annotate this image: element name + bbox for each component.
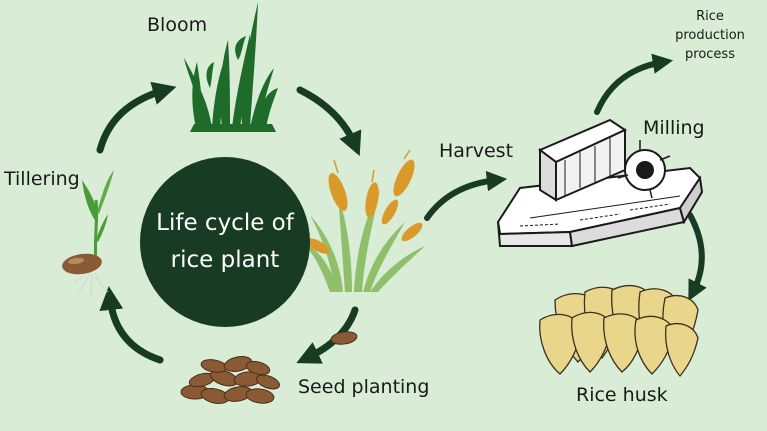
center-title-line2: rice plant bbox=[170, 247, 280, 273]
bloom-plant-icon bbox=[184, 2, 278, 132]
label-rice-production-line3: process bbox=[685, 47, 735, 62]
label-bloom: Bloom bbox=[147, 14, 208, 36]
label-rice-production-process: Rice production process bbox=[670, 7, 750, 64]
label-harvest: Harvest bbox=[439, 140, 514, 162]
label-rice-production-line1: Rice bbox=[696, 9, 724, 24]
milling-machine-icon bbox=[496, 118, 704, 248]
seed-pile-icon bbox=[180, 331, 358, 404]
arrow-milling-to-production bbox=[594, 53, 674, 115]
arrow-seed-to-tillering bbox=[99, 286, 164, 364]
arrow-milling-to-husk bbox=[687, 212, 707, 302]
arrow-harvest-to-milling bbox=[424, 170, 508, 221]
harvest-plant-icon bbox=[300, 149, 425, 292]
center-title-line1: Life cycle of bbox=[156, 210, 294, 236]
rice-husk-icon bbox=[539, 284, 699, 378]
tillering-sprout-icon bbox=[62, 170, 114, 299]
center-title-circle: Life cycle of rice plant bbox=[140, 157, 310, 327]
label-rice-husk: Rice husk bbox=[576, 384, 668, 406]
label-tillering: Tillering bbox=[4, 168, 80, 190]
arrow-bloom-to-harvest bbox=[296, 86, 362, 156]
label-seed-planting: Seed planting bbox=[298, 376, 430, 398]
arrow-tillering-to-bloom bbox=[96, 81, 177, 154]
label-rice-production-line2: production bbox=[675, 28, 745, 43]
label-milling: Milling bbox=[643, 117, 705, 139]
